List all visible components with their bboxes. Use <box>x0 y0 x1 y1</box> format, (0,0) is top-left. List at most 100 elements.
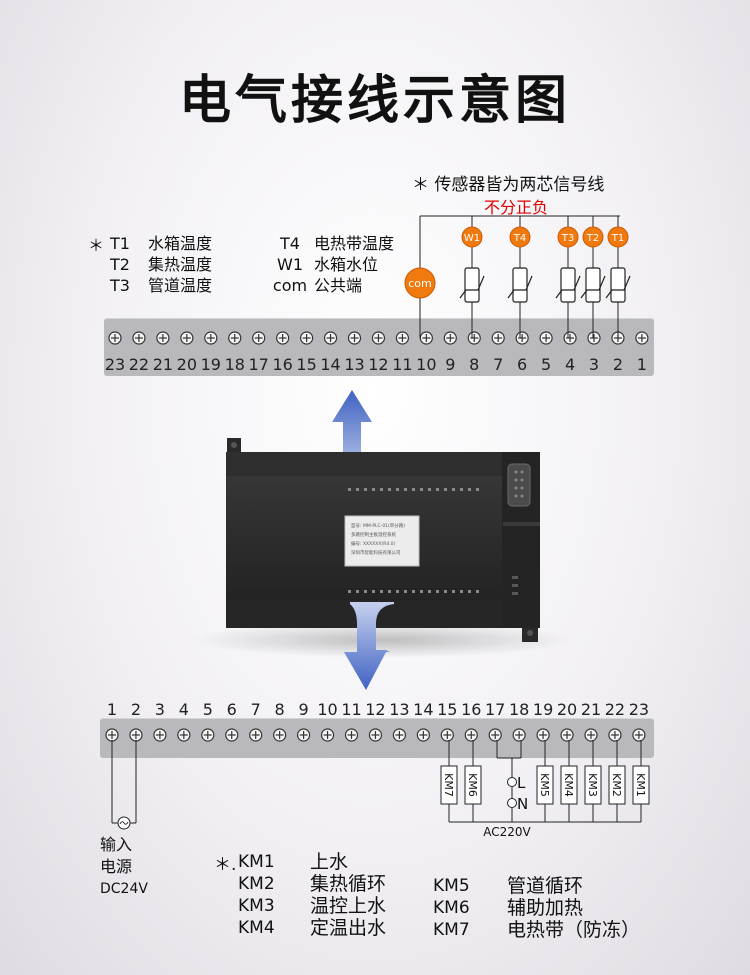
bottom-terminal-number: 7 <box>250 700 261 719</box>
top-terminal-number: 8 <box>469 355 480 374</box>
power-label-line1: 输入 <box>100 835 133 854</box>
l-terminal <box>507 777 517 787</box>
sensor-note: ＊ 传感器皆为两芯信号线 <box>412 175 605 195</box>
top-terminal-number: 1 <box>636 355 647 374</box>
plc-label-line: 型号: MM-PLC-01(单分路) <box>351 522 405 529</box>
top-terminal-number: 17 <box>248 355 269 374</box>
top-terminal-number: 18 <box>224 355 245 374</box>
contactor-label: KM7 <box>442 773 455 797</box>
km-code: KM5 <box>433 876 470 896</box>
sensor-badges: com W1 T4 T3 T2 T1 <box>404 226 629 299</box>
t2-badge <box>582 226 604 248</box>
output-wires <box>111 740 642 824</box>
top-terminal-screws <box>108 331 649 345</box>
bottom-terminal-number: 23 <box>628 700 650 719</box>
contactor-label: KM1 <box>634 773 647 797</box>
bottom-terminal-screws <box>105 728 646 742</box>
legend-code: W1 <box>277 255 303 274</box>
top-terminal-strip <box>104 318 654 376</box>
km-name: 定温出水 <box>310 917 387 939</box>
top-terminal-number: 15 <box>296 355 317 374</box>
top-terminal-number: 4 <box>564 355 576 374</box>
bottom-terminal-number: 10 <box>317 700 338 719</box>
top-terminal-number: 16 <box>272 355 293 374</box>
top-terminal-number: 11 <box>392 355 413 374</box>
power-label-line3: DC24V <box>100 881 148 897</box>
down-arrow-icon <box>344 602 394 690</box>
t3-badge <box>557 226 579 248</box>
legend-name: 水箱温度 <box>148 234 213 253</box>
sensor-resistors <box>459 267 631 303</box>
bottom-terminal-number: 6 <box>226 700 237 719</box>
top-terminal-number: 19 <box>200 355 221 374</box>
km-code: KM6 <box>433 898 470 918</box>
top-terminal-number: 2 <box>612 355 624 374</box>
legend-code: com <box>272 276 308 295</box>
w1-badge-label: W1 <box>464 233 480 244</box>
bottom-terminal-number: 2 <box>130 700 142 719</box>
plc-label-line: 多路控制主板温控系统 <box>351 531 396 538</box>
ac-terminals <box>507 777 517 808</box>
legend-name: 集热温度 <box>148 255 213 274</box>
contactor-coil-box <box>440 765 458 805</box>
t3-badge-label: T3 <box>561 233 574 244</box>
bottom-terminal-number: 1 <box>106 700 118 719</box>
bottom-terminal-number: 15 <box>437 700 458 719</box>
top-terminal-number: 23 <box>104 355 126 374</box>
top-terminal-number: 14 <box>320 355 341 374</box>
top-terminal-number: 5 <box>541 355 552 374</box>
top-terminal-number: 10 <box>416 355 437 374</box>
km-code: KM3 <box>238 896 275 916</box>
t1-badge <box>607 226 629 248</box>
contactor-coil-box <box>632 765 650 805</box>
power-input-symbol <box>117 816 131 830</box>
top-terminal-number: 9 <box>445 355 456 374</box>
power-label: 输入 电源 DC24V <box>100 834 148 900</box>
contactor-coil-box <box>584 765 602 805</box>
km-name: 管道循环 <box>507 875 584 897</box>
km-name: 温控上水 <box>310 895 387 917</box>
w1-badge <box>461 226 483 248</box>
contactor-coil-box <box>560 765 578 805</box>
legend-code: T1 <box>110 234 130 253</box>
up-arrow-icon <box>332 390 386 472</box>
top-terminal-number: 6 <box>517 355 528 374</box>
bottom-terminal-number: 20 <box>556 700 578 719</box>
km-name: 辅助加热 <box>507 897 584 919</box>
top-terminal-number: 7 <box>493 355 504 374</box>
legend-name: 管道温度 <box>148 276 213 295</box>
n-terminal <box>507 798 517 808</box>
bottom-terminal-number: 3 <box>154 700 165 719</box>
plc-label-line: 深圳市智能科技有限公司 <box>351 549 401 556</box>
bottom-terminal-number: 4 <box>178 700 189 719</box>
legend-name: 水箱水位 <box>314 255 379 274</box>
km-name: 集热循环 <box>310 873 387 895</box>
legend-code: T3 <box>110 276 130 295</box>
contactor-label: KM2 <box>610 773 623 797</box>
top-terminal-number: 20 <box>176 355 198 374</box>
legend-star: ＊ <box>88 236 105 255</box>
plc-device: 型号: MM-PLC-01(单分路) 多路控制主板温控系统 编号: XXXXXX… <box>193 438 573 658</box>
legend-code: T2 <box>110 255 130 274</box>
km-code: KM1 <box>238 852 275 872</box>
t4-badge-label: T4 <box>513 233 526 244</box>
bottom-terminal-number: 11 <box>341 700 362 719</box>
km-code: KM2 <box>238 874 275 894</box>
bottom-terminal-number: 17 <box>485 700 506 719</box>
bottom-terminal-number: 13 <box>389 700 410 719</box>
bottom-terminal-number: 21 <box>580 700 602 719</box>
contactor-coil-box <box>536 765 554 805</box>
km-code: KM4 <box>238 918 275 938</box>
top-terminal-number: 22 <box>128 355 150 374</box>
legend-code: T4 <box>280 234 300 253</box>
top-terminal-number: 21 <box>152 355 174 374</box>
com-badge-label: com <box>408 277 432 290</box>
legend-name: 电热带温度 <box>314 234 395 253</box>
ac-voltage-label: AC220V <box>483 825 531 839</box>
diagram-title: 电气接线示意图 <box>178 71 571 131</box>
bottom-terminal-number: 8 <box>274 700 285 719</box>
contactor-label: KM3 <box>586 773 599 797</box>
